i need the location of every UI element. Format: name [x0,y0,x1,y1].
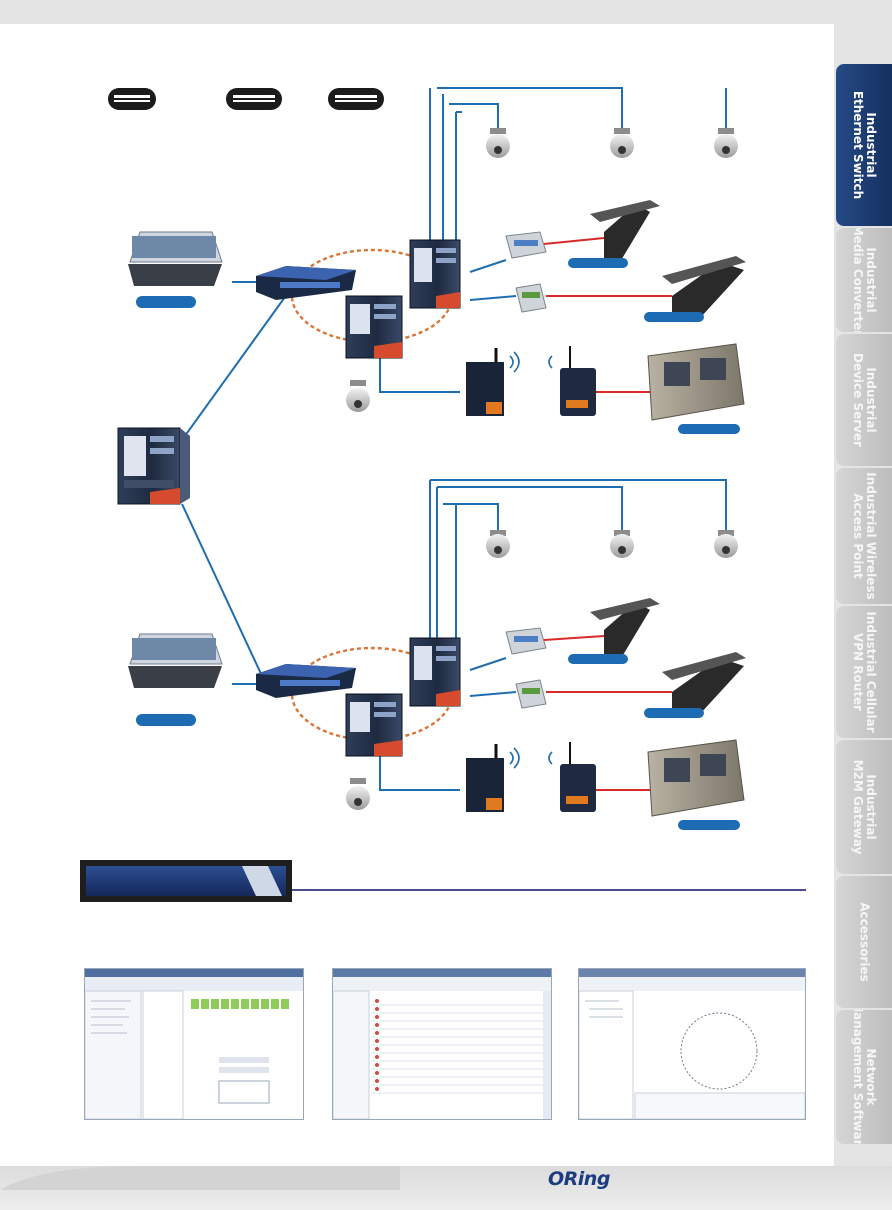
top-wireless-ap [466,348,520,416]
bottom-wireless-ap [466,744,520,812]
tab-label-line-2: Device Server [851,352,865,448]
tab-label-line-1: Industrial [864,112,878,178]
legend-pill-1 [108,88,156,110]
bottom-ip-camera-2 [610,530,634,558]
top-cellular-router [548,346,596,416]
footer-swoosh [0,1166,400,1190]
top-serial-server-1 [505,231,547,259]
tab-label-line-2: VPN Router [851,632,865,712]
tab-label-line-2: Access Point [851,493,865,579]
bottom-ip-camera-4 [346,778,370,810]
network-topology-diagram [80,87,806,902]
bottom-serial-links [543,635,672,791]
top-ring-switch-24port [256,266,356,300]
top-ip-camera-1 [486,128,510,158]
software-section-header [80,860,806,902]
tab-label-line-1: Accessories [857,902,872,982]
bottom-ticket-kiosk [647,739,745,830]
tab-label-line-1: Network [864,1048,878,1106]
tab-label-line-1: Industrial Cellular [864,611,878,733]
tab-label-line-1: Industrial [864,367,878,433]
top-video-wall [128,231,223,308]
legend-pill-3 [328,88,384,110]
top-serial-server-2 [515,283,547,313]
software-screenshot-3 [578,968,806,1120]
tab-label-line-1: Industrial [864,774,878,840]
top-ip-camera-3 [714,128,738,158]
top-serial-links [543,237,672,393]
tab-label-line-1: Industrial Wireless [864,472,878,600]
top-fiber-switch-a [409,239,461,309]
tab-label-line-1: Industrial [864,247,878,313]
core-ethernet-switch [117,427,190,505]
bottom-fiber-links [181,479,727,791]
bottom-rail-device-1 [568,598,660,664]
bottom-video-wall [128,633,223,726]
bottom-serial-server-1 [505,627,547,655]
legend-pill-2 [226,88,282,110]
top-ticket-kiosk [647,343,745,434]
tab-label-line-2: Ethernet Switch [851,90,865,200]
bottom-cellular-router [548,742,596,812]
top-rail-device-2 [644,256,746,322]
software-screenshot-1 [84,968,304,1120]
bottom-ip-camera-3 [714,530,738,558]
top-fiber-switch-b [345,295,403,359]
bottom-serial-server-2 [515,679,547,709]
brand-logo: ORing [548,1168,610,1190]
top-ip-camera-4 [346,380,370,412]
bottom-fiber-switch-a [409,637,461,707]
tab-accessories[interactable]: Accessories [836,876,892,1008]
bottom-rail-device-2 [644,652,746,718]
tab-label-line-2: M2M Gateway [851,759,865,855]
bottom-ring-switch-24port [256,664,356,698]
top-ip-camera-2 [610,128,634,158]
bottom-ip-camera-1 [486,530,510,558]
software-screenshot-2 [332,968,552,1120]
top-fiber-links [181,87,727,441]
tab-label-line-2: Management Software [851,1010,865,1144]
bottom-fiber-switch-b [345,693,403,757]
top-rail-device-1 [568,200,660,268]
tab-label-line-2: Media Converter [851,228,865,332]
